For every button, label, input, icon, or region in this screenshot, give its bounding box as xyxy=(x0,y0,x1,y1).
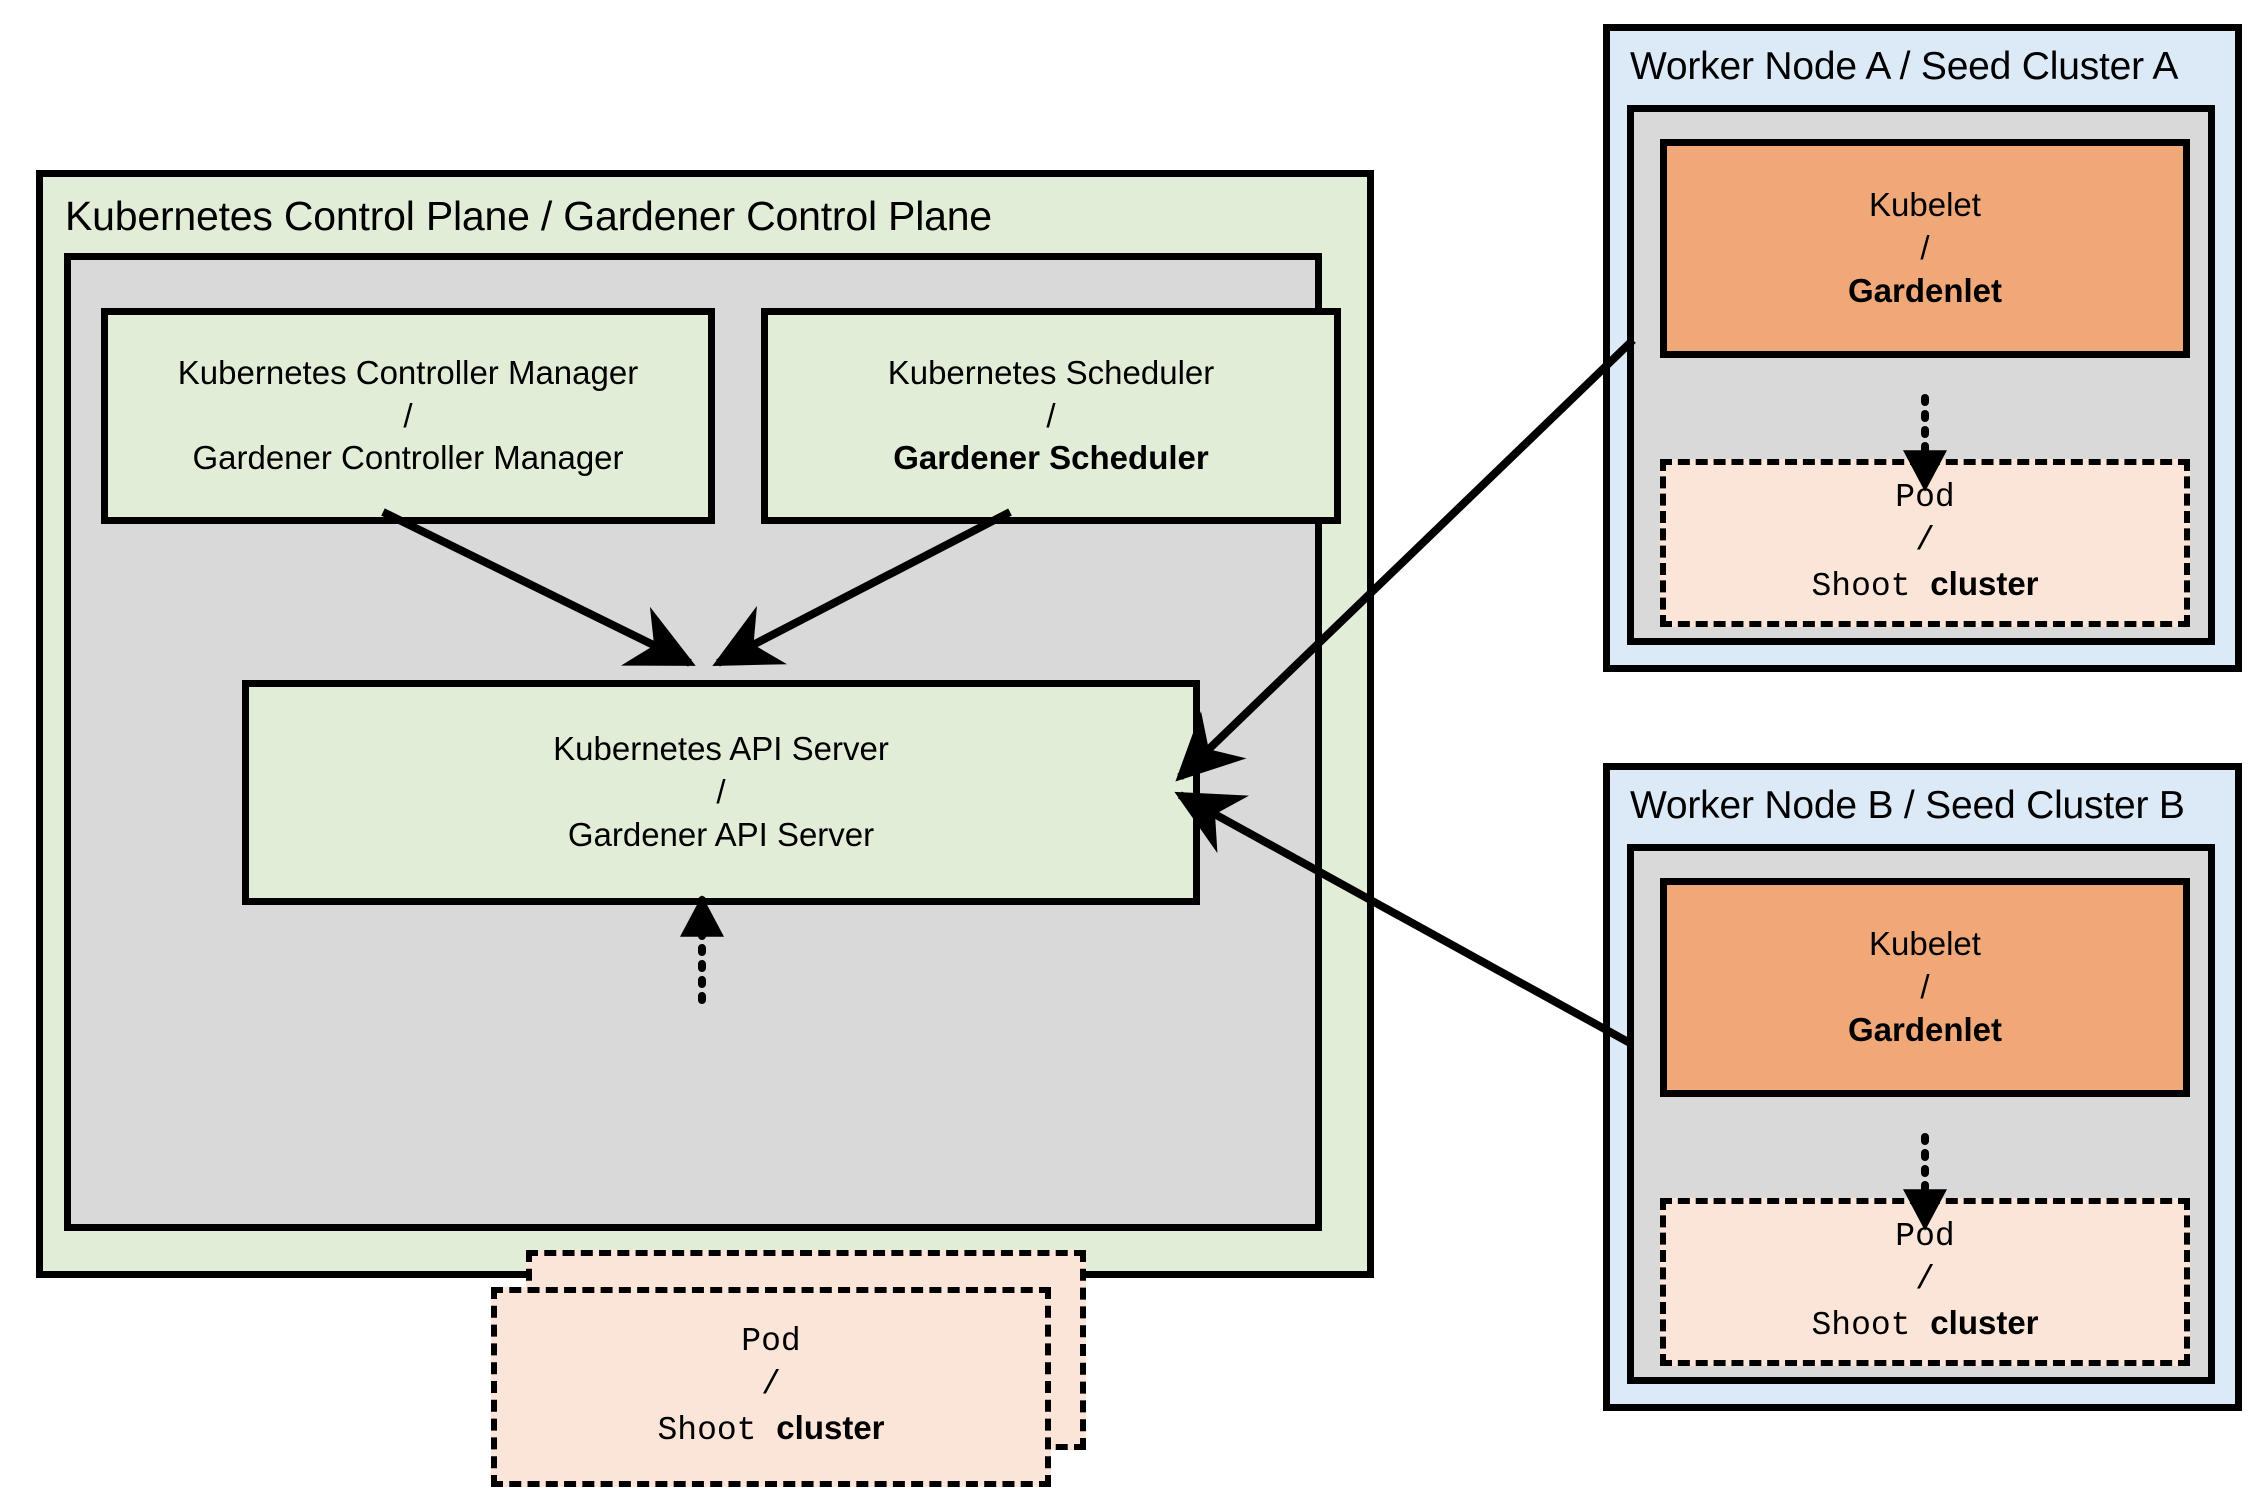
controller-manager-line2: Gardener Controller Manager xyxy=(192,439,624,477)
api-server-box[interactable]: Kubernetes API Server / Gardener API Ser… xyxy=(242,680,1200,905)
worker-node-b-pod-line2: Shoot cluster xyxy=(1811,1302,2038,1348)
gardenlet-a-separator: / xyxy=(1920,229,1930,267)
controller-manager-separator: / xyxy=(403,396,413,434)
control-plane-title: Kubernetes Control Plane / Gardener Cont… xyxy=(65,193,992,239)
worker-node-b-title: Worker Node B / Seed Cluster B xyxy=(1630,784,2185,827)
diagram-canvas: Kubernetes Control Plane / Gardener Cont… xyxy=(36,24,2242,1487)
worker-node-a-pod-line2-mono: Shoot xyxy=(1811,567,1931,605)
worker-node-b-pod-line1: Pod xyxy=(1895,1218,1955,1256)
control-plane-inner-area: Kubernetes Controller Manager / Gardener… xyxy=(64,253,1341,1487)
gardenlet-a-box[interactable]: Kubelet / Gardenlet xyxy=(1660,139,2190,358)
gardenlet-b-separator: / xyxy=(1920,968,1930,1006)
worker-node-b-pod-line2-mono: Shoot xyxy=(1811,1306,1931,1344)
control-plane-pod-line1: Pod xyxy=(741,1323,801,1361)
worker-node-a-title: Worker Node A / Seed Cluster A xyxy=(1630,45,2179,88)
worker-node-b-inner-area: Kubelet / Gardenlet Pod / Shoot cluster xyxy=(1627,844,2215,1384)
worker-node-a-panel: Worker Node A / Seed Cluster A Kubelet /… xyxy=(1603,24,2242,672)
worker-node-a-pod-line1: Pod xyxy=(1895,479,1955,517)
control-plane-pod-line2: Shoot cluster xyxy=(657,1407,884,1453)
scheduler-line2: Gardener Scheduler xyxy=(893,439,1209,477)
gardenlet-a-line2: Gardenlet xyxy=(1847,271,2003,309)
worker-node-a-inner-area: Kubelet / Gardenlet Pod / Shoot cluster xyxy=(1627,105,2215,645)
worker-node-a-pod-line2-bold: cluster xyxy=(1930,564,2039,602)
api-server-separator: / xyxy=(716,773,726,811)
worker-node-a-pod-box[interactable]: Pod / Shoot cluster xyxy=(1660,459,2190,627)
control-plane-pod-line2-bold: cluster xyxy=(776,1408,885,1446)
worker-node-b-pod-separator: / xyxy=(1915,1261,1935,1299)
scheduler-separator: / xyxy=(1046,396,1056,434)
scheduler-line1: Kubernetes Scheduler xyxy=(887,353,1215,391)
worker-node-b-pod-box[interactable]: Pod / Shoot cluster xyxy=(1660,1198,2190,1366)
controller-manager-line1: Kubernetes Controller Manager xyxy=(177,353,639,391)
gardenlet-b-line1: Kubelet xyxy=(1869,925,1981,963)
api-server-line1: Kubernetes API Server xyxy=(553,730,889,768)
control-plane-pod-box[interactable]: Pod / Shoot cluster xyxy=(491,1287,1051,1487)
worker-node-a-pod-line2: Shoot cluster xyxy=(1811,563,2038,609)
worker-node-a-pod-separator: / xyxy=(1915,522,1935,560)
gardenlet-b-box[interactable]: Kubelet / Gardenlet xyxy=(1660,878,2190,1097)
control-plane-panel: Kubernetes Control Plane / Gardener Cont… xyxy=(36,170,1374,1487)
control-plane-pod-line2-mono: Shoot xyxy=(657,1411,777,1449)
controller-manager-box[interactable]: Kubernetes Controller Manager / Gardener… xyxy=(101,308,715,524)
scheduler-box[interactable]: Kubernetes Scheduler / Gardener Schedule… xyxy=(761,308,1341,524)
gardenlet-a-line1: Kubelet xyxy=(1869,186,1981,224)
gardenlet-b-line2: Gardenlet xyxy=(1847,1010,2003,1048)
api-server-line2: Gardener API Server xyxy=(567,815,875,853)
worker-node-b-panel: Worker Node B / Seed Cluster B Kubelet /… xyxy=(1603,763,2242,1411)
worker-node-b-pod-line2-bold: cluster xyxy=(1930,1303,2039,1341)
control-plane-pod-separator: / xyxy=(761,1366,781,1404)
